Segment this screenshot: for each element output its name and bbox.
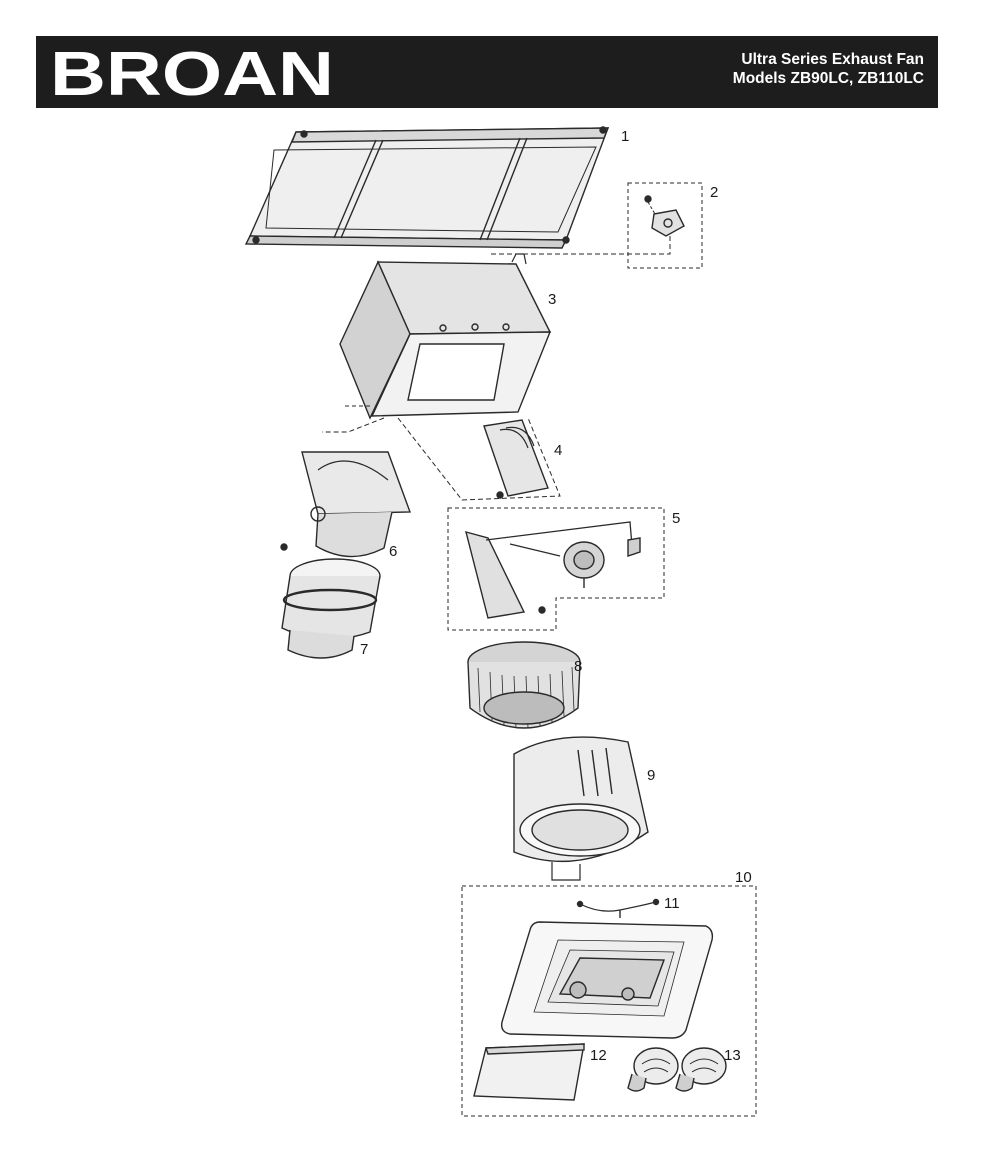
torsion-springs xyxy=(576,898,660,918)
callout-8: 8 xyxy=(574,658,582,675)
callout-4: 4 xyxy=(554,442,562,459)
mounting-frame xyxy=(244,126,610,249)
housing xyxy=(339,253,552,420)
brand-wordmark: BROAN xyxy=(50,42,334,104)
callout-11: 11 xyxy=(664,895,680,912)
duct-adapter xyxy=(281,558,381,659)
callout-10: 10 xyxy=(735,869,752,886)
duct-connector xyxy=(280,417,411,558)
header-bar: BROAN Ultra Series Exhaust Fan Models ZB… xyxy=(36,36,938,108)
motor-assembly xyxy=(447,507,665,631)
callout-7: 7 xyxy=(360,641,368,658)
model-numbers: Models ZB90LC, ZB110LC xyxy=(732,70,924,87)
callout-6: 6 xyxy=(389,543,397,560)
broan-logo: BROAN xyxy=(50,42,334,104)
callout-5: 5 xyxy=(672,510,680,527)
callout-2: 2 xyxy=(710,184,718,201)
callout-1: 1 xyxy=(621,128,629,145)
cfl-bulbs xyxy=(627,1047,727,1092)
callout-9: 9 xyxy=(647,767,655,784)
damper-bracket xyxy=(397,417,561,501)
blower-housing xyxy=(513,736,649,881)
callout-12: 12 xyxy=(590,1047,607,1064)
light-lens xyxy=(473,1043,585,1101)
blower-wheel xyxy=(467,641,581,729)
model-info: Ultra Series Exhaust Fan Models ZB90LC, … xyxy=(733,50,924,88)
connector-part xyxy=(490,182,703,269)
callout-13: 13 xyxy=(724,1047,741,1064)
grille-assembly xyxy=(461,885,757,1117)
callout-3: 3 xyxy=(548,291,556,308)
callout-numbers: 1 2 3 4 5 6 7 8 9 10 11 12 13 xyxy=(360,128,752,1064)
product-line: Ultra Series Exhaust Fan xyxy=(741,51,924,68)
